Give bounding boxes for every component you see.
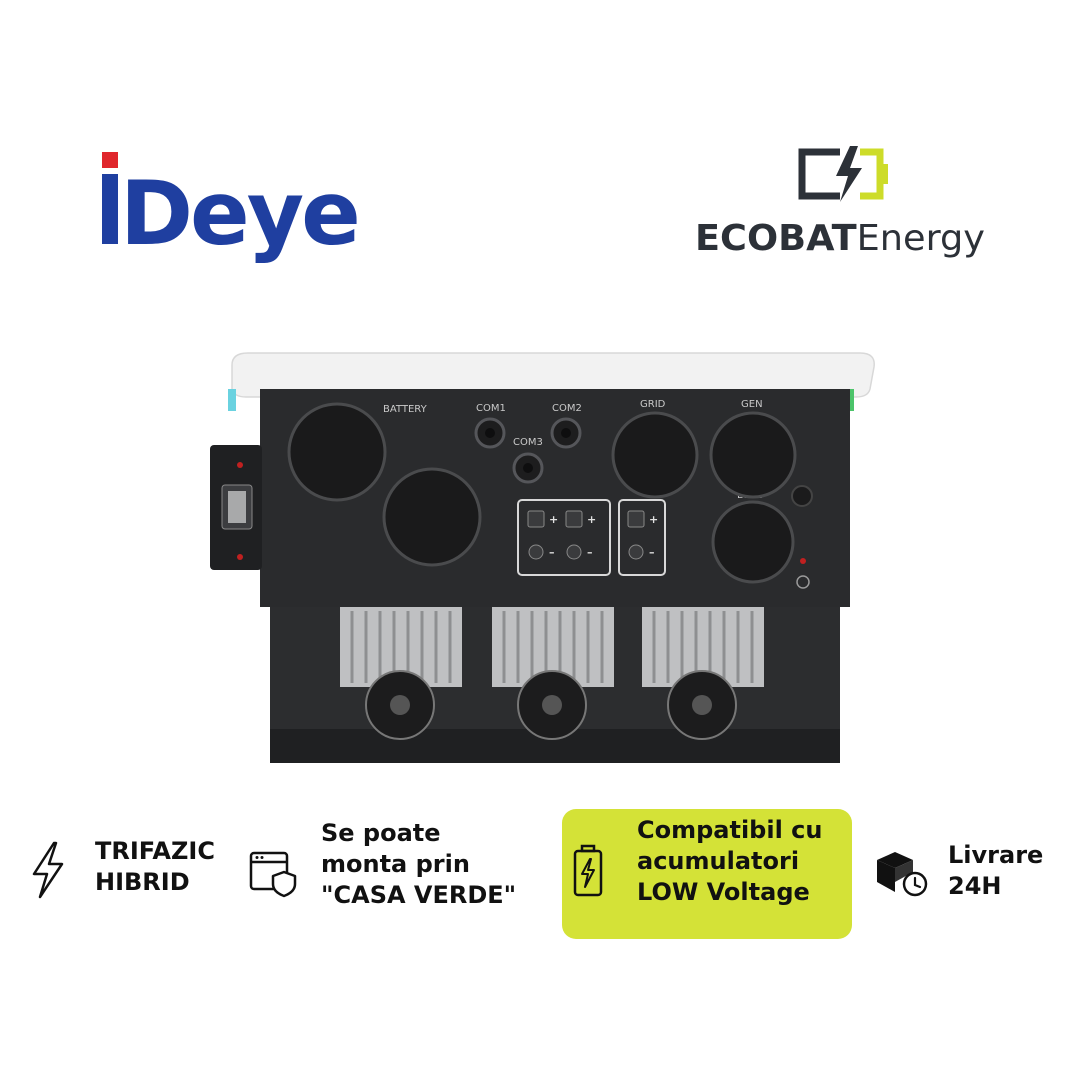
ground-symbol bbox=[796, 575, 810, 589]
battery-port-1 bbox=[287, 402, 387, 502]
vent-plug bbox=[791, 485, 813, 507]
ecobat-logo-text: ECOBATEnergy bbox=[695, 218, 985, 259]
inverter-product-image: BATTERY COM1 COM2 COM3 GRID GEN LOAD bbox=[210, 352, 875, 763]
side-port-pins bbox=[228, 491, 246, 523]
feature-casa-verde: Se poate monta prin "CASA VERDE" bbox=[321, 818, 516, 911]
feature-line: acumulatori bbox=[637, 847, 800, 875]
feature-line: HIBRID bbox=[95, 868, 190, 896]
feature-line: "CASA VERDE" bbox=[321, 881, 517, 909]
grid-port bbox=[611, 411, 699, 499]
label-com1: COM1 bbox=[476, 403, 506, 414]
feature-text: TRIFAZIC HIBRID bbox=[95, 836, 215, 898]
feature-line: Se poate bbox=[321, 819, 441, 847]
label-gen: GEN bbox=[741, 399, 763, 410]
feature-highlight-box bbox=[562, 809, 852, 939]
feature-line: Livrare bbox=[948, 841, 1044, 869]
deye-logo-i-stem bbox=[102, 174, 118, 244]
battery-logo-icon bbox=[798, 146, 888, 202]
feature-text: Livrare 24H bbox=[948, 840, 1043, 902]
deye-logo-red-square bbox=[102, 152, 118, 168]
lightning-bolt-icon bbox=[32, 841, 64, 899]
svg-text:–: – bbox=[549, 546, 555, 559]
label-com2: COM2 bbox=[552, 403, 582, 414]
ecobat-logo-bold: ECOBAT bbox=[695, 218, 857, 259]
feature-trifazic-hibrid: TRIFAZIC HIBRID bbox=[95, 836, 215, 898]
feature-text: Compatibil cu acumulatori LOW Voltage bbox=[637, 815, 822, 908]
label-battery: BATTERY bbox=[383, 404, 428, 415]
feature-line: 24H bbox=[948, 872, 1002, 900]
label-grid: GRID bbox=[640, 399, 666, 410]
svg-text:+: + bbox=[549, 513, 558, 526]
pv-connector-frames bbox=[517, 499, 666, 576]
feature-line: TRIFAZIC bbox=[95, 837, 215, 865]
svg-text:+: + bbox=[587, 513, 596, 526]
label-com3: COM3 bbox=[513, 437, 543, 448]
delivery-box-clock-icon bbox=[877, 852, 928, 897]
feature-line: monta prin bbox=[321, 850, 470, 878]
load-port bbox=[711, 500, 795, 584]
svg-text:–: – bbox=[649, 546, 655, 559]
feature-line: Compatibil cu bbox=[637, 816, 823, 844]
feature-compatibil-low-voltage: Compatibil cu acumulatori LOW Voltage bbox=[637, 815, 822, 908]
side-led-left bbox=[228, 389, 236, 411]
deye-logo-text: Deye bbox=[120, 162, 358, 265]
pv-connectors bbox=[527, 510, 645, 560]
feature-livrare-24h: Livrare 24H bbox=[948, 840, 1043, 902]
ecobat-energy-logo: ECOBATEnergy bbox=[695, 146, 985, 259]
deye-logo: Deye bbox=[102, 152, 360, 265]
battery-port-2 bbox=[382, 467, 482, 567]
feature-text: Se poate monta prin "CASA VERDE" bbox=[321, 818, 516, 911]
svg-text:+: + bbox=[649, 513, 658, 526]
ecobat-logo-light: Energy bbox=[857, 218, 985, 259]
heatsink-fans bbox=[340, 607, 764, 740]
window-shield-icon bbox=[249, 851, 297, 898]
battery-charge-icon bbox=[573, 844, 603, 897]
svg-text:–: – bbox=[587, 546, 593, 559]
inverter-top-shell bbox=[231, 352, 875, 398]
feature-line: LOW Voltage bbox=[637, 878, 810, 906]
gen-port bbox=[709, 411, 797, 499]
